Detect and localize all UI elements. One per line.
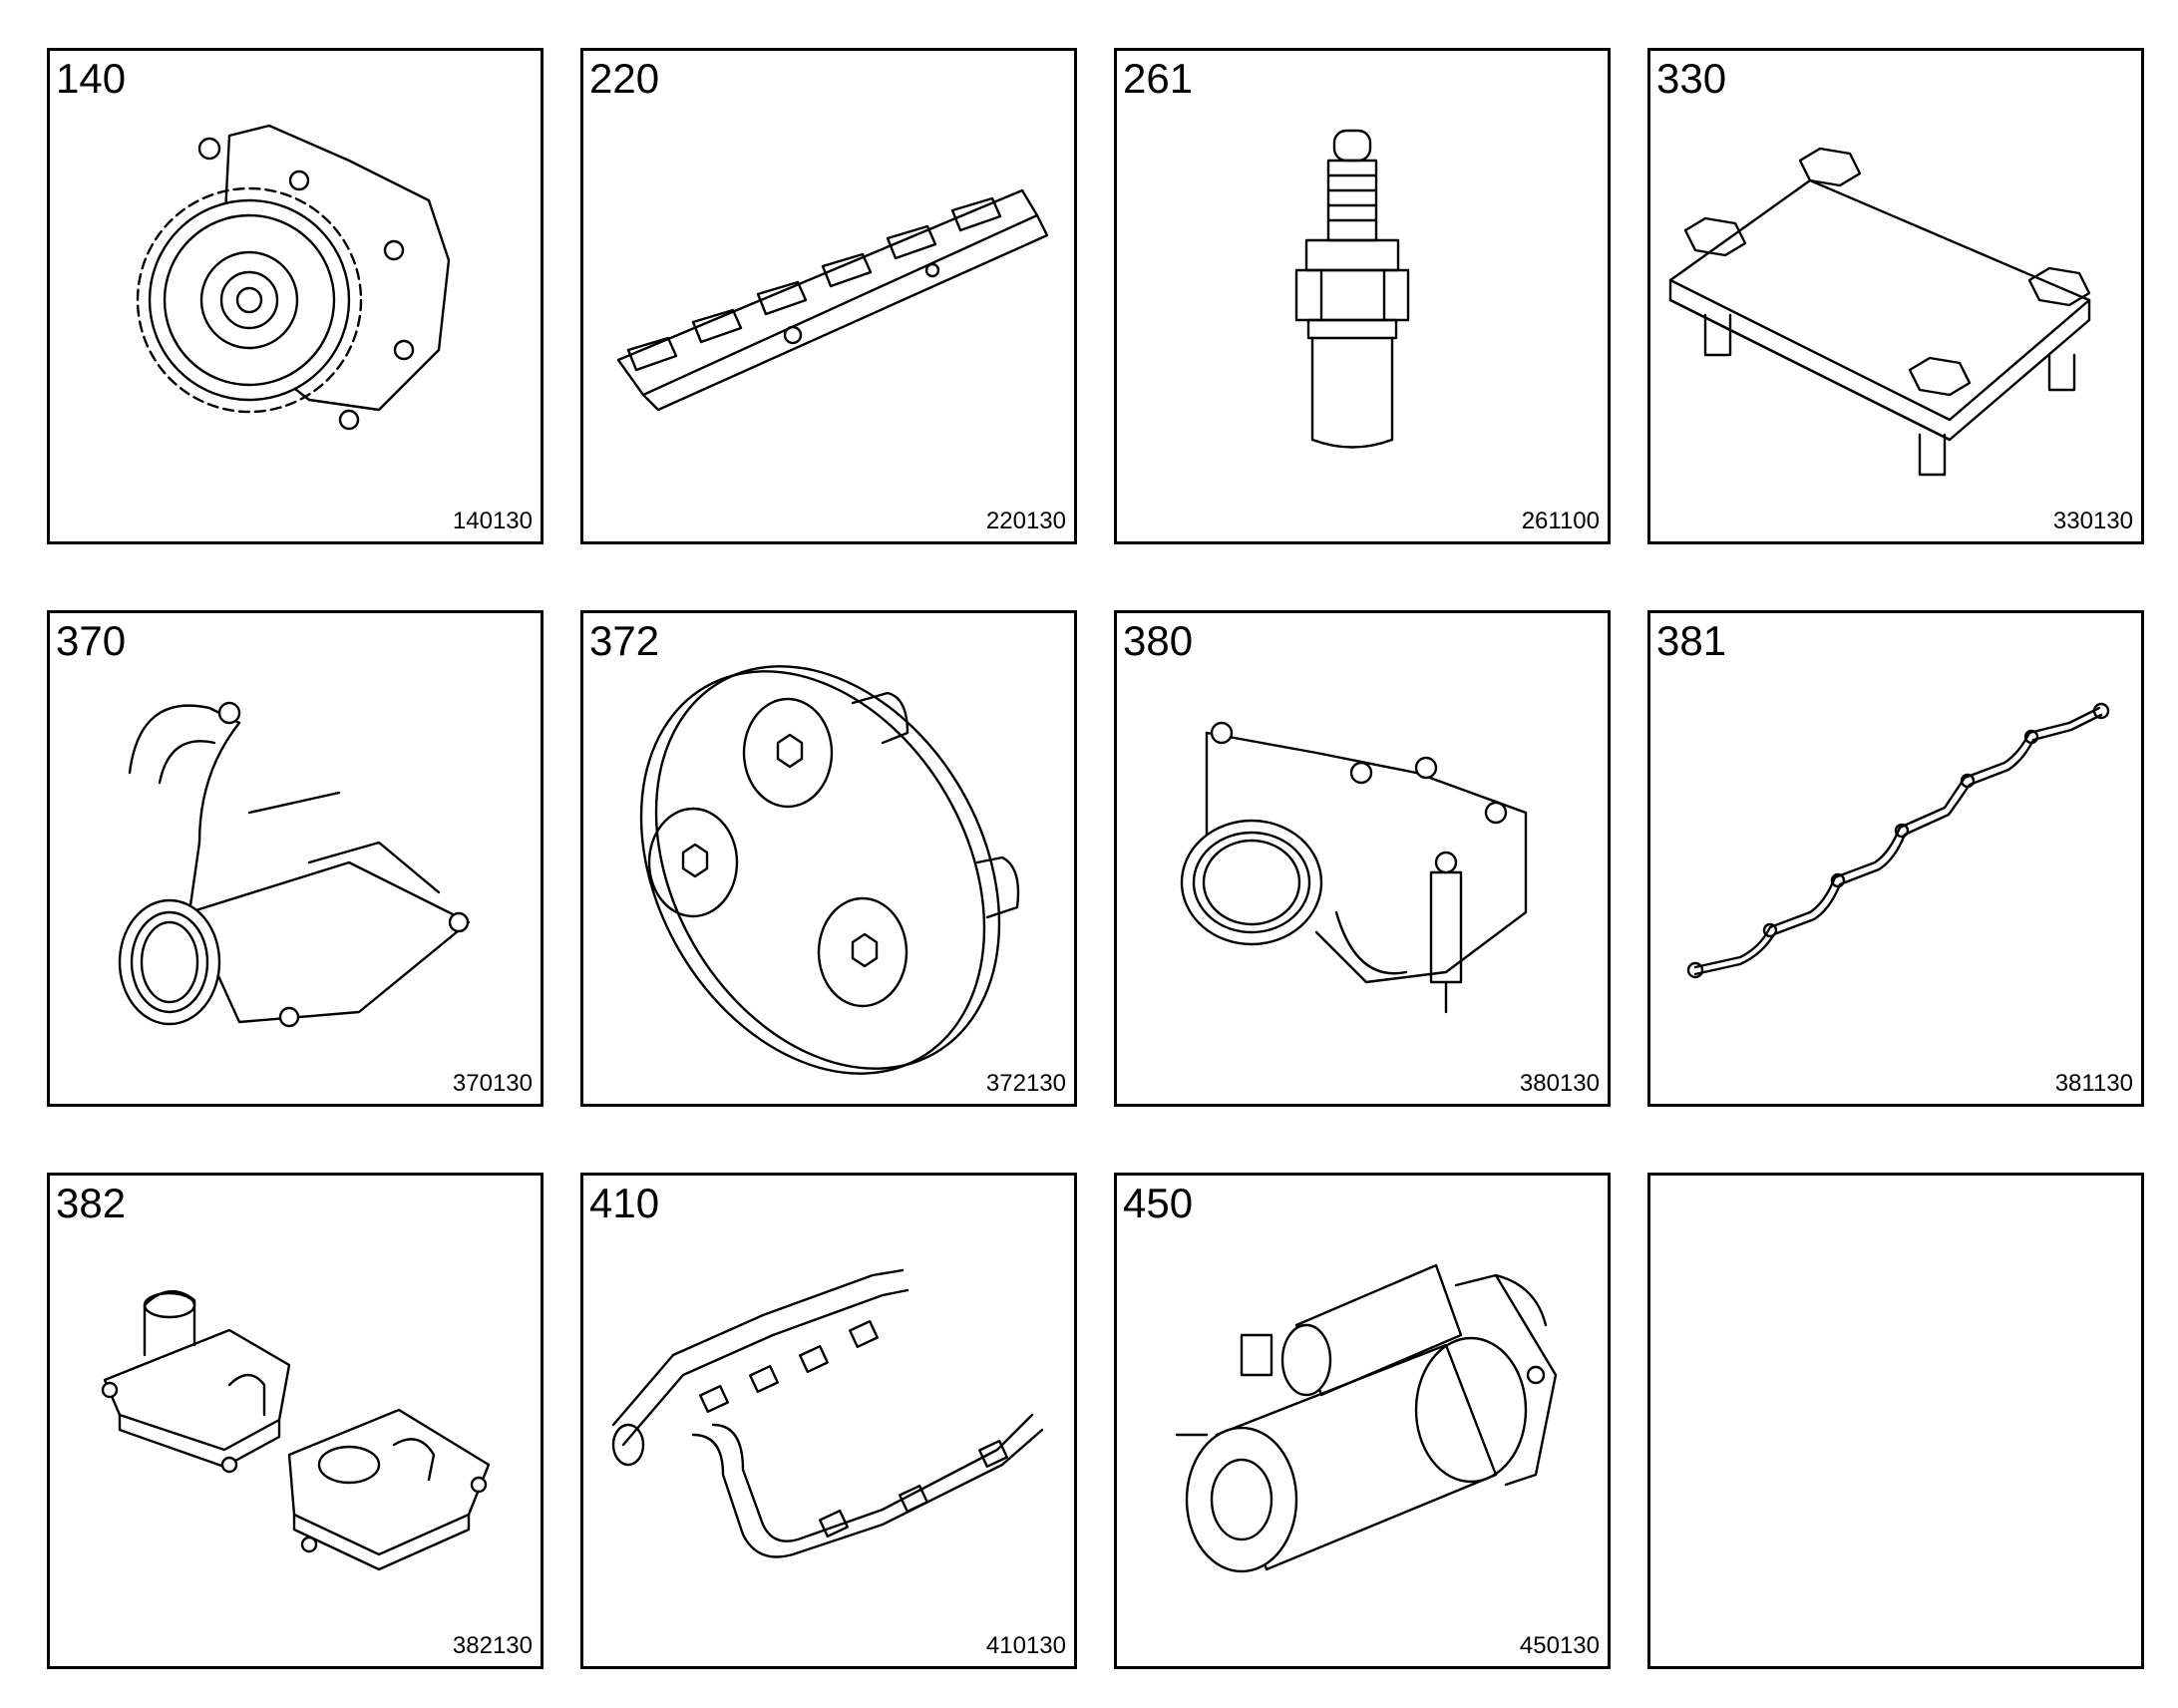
water-pipe-housing-icon — [118, 701, 471, 1028]
group-number: 450 — [1123, 1180, 1194, 1226]
group-number: 410 — [589, 1180, 660, 1226]
part-cell-410[interactable]: 410 410130 — [580, 1173, 1077, 1669]
group-number: 261 — [1123, 55, 1194, 102]
group-number: 140 — [56, 55, 127, 102]
reference-code: 410130 — [985, 1632, 1066, 1659]
reference-code: 372130 — [985, 1070, 1066, 1097]
sensor-plug-icon — [1294, 129, 1410, 449]
part-cell-220[interactable]: 220 220130 — [580, 48, 1077, 544]
reference-code: 140130 — [452, 508, 533, 534]
rocker-arm-assembly-icon — [616, 188, 1049, 412]
bolted-plate-icon — [1668, 147, 2091, 477]
empty-cell — [1647, 1173, 2144, 1669]
group-number: 380 — [1123, 617, 1194, 664]
part-cell-380[interactable]: 380 380130 — [1114, 610, 1611, 1107]
part-cell-370[interactable]: 370 370130 — [47, 610, 544, 1107]
thermostat-housing-icon — [1180, 721, 1528, 1014]
reference-code: 380130 — [1519, 1070, 1600, 1097]
reference-code: 370130 — [452, 1070, 533, 1097]
group-number: 381 — [1656, 617, 1727, 664]
gear-pump-icon — [136, 124, 451, 431]
part-cell-382[interactable]: 382 382130 — [47, 1173, 544, 1669]
part-cell-261[interactable]: 261 261100 — [1114, 48, 1611, 544]
group-number: 220 — [589, 55, 660, 102]
part-cell-372[interactable]: 372 372130 — [580, 610, 1077, 1107]
group-number: 372 — [589, 617, 660, 664]
part-cell-381[interactable]: 381 381130 — [1647, 610, 2144, 1107]
thermostat-covers-icon — [101, 1290, 491, 1571]
group-number: 382 — [56, 1180, 127, 1226]
part-cell-140[interactable]: 140 140130 — [47, 48, 544, 544]
group-number: 330 — [1656, 55, 1727, 102]
reference-code: 220130 — [985, 508, 1066, 534]
parts-grid: 140 140130 220 220130 — [47, 48, 2144, 1669]
reference-code: 381130 — [2054, 1070, 2133, 1097]
injector-line-icon — [1686, 702, 2110, 979]
flange-bolts-icon — [639, 665, 1020, 1075]
exhaust-manifold-icon — [611, 1268, 1044, 1558]
part-cell-450[interactable]: 450 450130 — [1114, 1173, 1611, 1669]
reference-code: 261100 — [1521, 508, 1600, 534]
starter-motor-icon — [1175, 1263, 1558, 1573]
reference-code: 450130 — [1519, 1632, 1600, 1659]
group-number: 370 — [56, 617, 127, 664]
reference-code: 382130 — [452, 1632, 533, 1659]
reference-code: 330130 — [2052, 508, 2133, 534]
part-cell-330[interactable]: 330 330130 — [1647, 48, 2144, 544]
